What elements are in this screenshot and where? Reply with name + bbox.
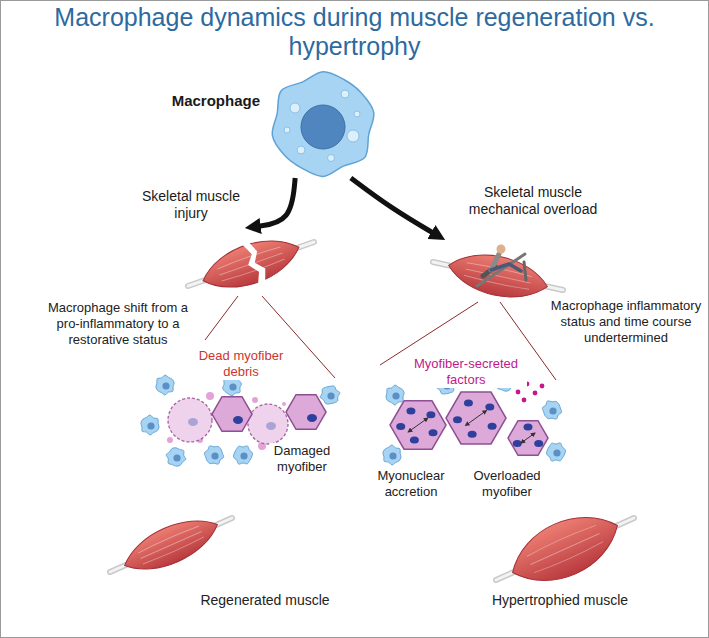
outcome-label: Hypertrophied muscle — [480, 592, 640, 609]
arrow-connector — [351, 178, 436, 234]
leg-press-icon — [477, 245, 526, 287]
node-label: Skeletal muscle mechanical overload — [468, 184, 598, 218]
regenerated-muscle — [103, 502, 240, 589]
muscle-symbol — [179, 217, 322, 310]
macrophage-cell: Macrophage — [265, 70, 381, 178]
arrow-connector — [256, 178, 295, 227]
part-label: Dead myofiber debris — [195, 348, 287, 380]
macrophage-icon — [141, 415, 159, 435]
secreted-factor-dot — [516, 390, 521, 395]
leader-line — [205, 296, 238, 340]
macrophage-icon — [204, 446, 223, 464]
node-shape — [265, 70, 381, 178]
note: Macrophage inflammatory status and time … — [550, 298, 702, 346]
part-label: Myonuclear accretion — [372, 468, 450, 500]
macrophage-icon — [383, 445, 401, 465]
macrophage-icon — [542, 401, 561, 419]
title: Macrophage dynamics during muscle regene… — [10, 3, 699, 61]
macrophage-icon — [386, 385, 404, 405]
part-label: Damaged myofiber — [270, 443, 334, 475]
injured-muscle: Skeletal muscle injury — [180, 228, 320, 295]
node-shape — [180, 228, 320, 295]
note: Macrophage shift from a pro-inflammatory… — [38, 300, 198, 348]
secreted-factor-dot — [522, 398, 527, 403]
overloaded-muscle: Skeletal muscle mechanical overload — [425, 240, 570, 300]
node-shape — [425, 240, 570, 300]
muscle-symbol — [429, 243, 567, 309]
hypertrophied-muscle — [485, 493, 645, 604]
macrophage-icon — [234, 446, 253, 464]
part-label: Overloaded myofiber — [466, 468, 548, 500]
macrophage-icon — [156, 375, 174, 395]
macrophage-icon — [166, 448, 186, 466]
macrophage-icon — [547, 443, 566, 461]
secreted-factor-dot — [540, 384, 545, 389]
node-label: Macrophage — [166, 92, 260, 110]
part-label: Myofiber-secreted factors — [405, 356, 527, 388]
macrophage-icon — [320, 386, 340, 404]
outcome-label: Regenerated muscle — [190, 592, 340, 609]
secreted-factor-dot — [533, 391, 538, 396]
node-label: Skeletal muscle injury — [130, 188, 252, 222]
